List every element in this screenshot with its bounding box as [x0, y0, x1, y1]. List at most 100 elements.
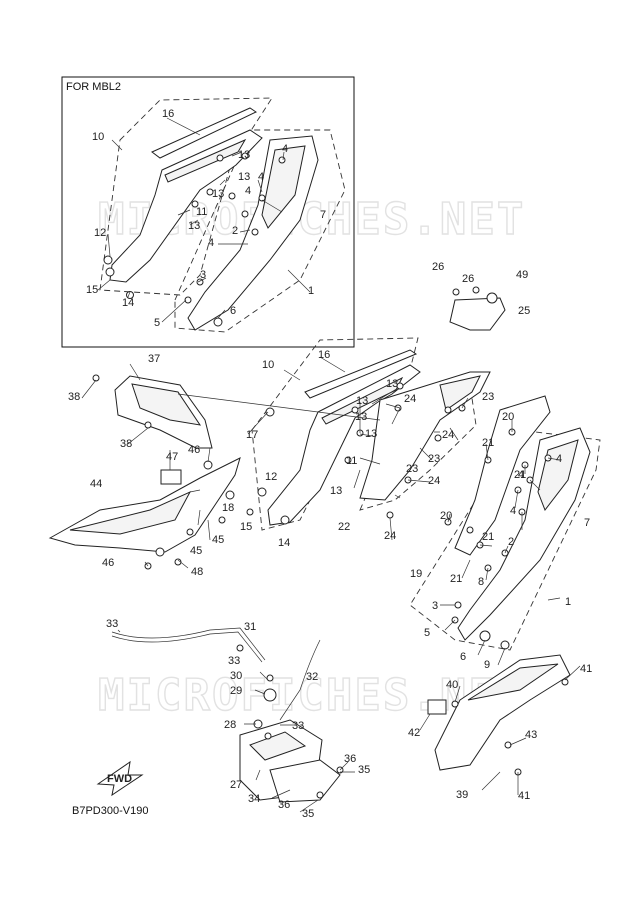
callout-39: 39	[456, 789, 468, 801]
callout-5: 5	[424, 627, 430, 639]
callout-18: 18	[222, 502, 234, 514]
part-10	[267, 364, 421, 526]
callout-47: 47	[166, 451, 178, 463]
callout-4: 4	[518, 469, 524, 481]
callout-3: 3	[432, 600, 438, 612]
callout-2: 2	[232, 225, 238, 237]
callout-31: 31	[244, 621, 256, 633]
group-1-outline	[409, 429, 601, 651]
callout-4: 4	[556, 453, 562, 465]
callout-13: 13	[238, 171, 250, 183]
part-31	[111, 627, 266, 661]
fwd-arrow-icon: FWD	[96, 760, 144, 797]
callout-7: 7	[584, 517, 590, 529]
part-32	[279, 639, 321, 721]
callout-46: 46	[188, 444, 200, 456]
callout-17: 17	[246, 429, 258, 441]
callout-41: 41	[580, 663, 592, 675]
callout-4: 4	[510, 505, 516, 517]
callout-1: 1	[565, 596, 571, 608]
callout-41: 41	[518, 790, 530, 802]
callout-24: 24	[442, 429, 454, 441]
callout-13: 13	[355, 411, 367, 423]
callout-13: 13	[386, 378, 398, 390]
callout-21: 21	[482, 531, 494, 543]
part-22	[359, 371, 491, 501]
callout-33: 33	[106, 618, 118, 630]
inset-mbl2: FOR MBL2	[61, 76, 355, 348]
part-16	[304, 349, 418, 399]
callout-5: 5	[154, 317, 160, 329]
callout-2: 2	[508, 536, 514, 548]
callout-10: 10	[92, 131, 104, 143]
callout-13: 13	[238, 149, 250, 161]
callout-19: 19	[410, 568, 422, 580]
callout-46: 46	[102, 557, 114, 569]
callout-20: 20	[440, 510, 452, 522]
callout-33: 33	[228, 655, 240, 667]
callout-7: 7	[320, 209, 326, 221]
part-47	[160, 469, 182, 485]
callout-10: 10	[262, 359, 274, 371]
callout-14: 14	[278, 537, 290, 549]
callout-13: 13	[365, 428, 377, 440]
callout-13: 13	[212, 188, 224, 200]
callout-23: 23	[428, 453, 440, 465]
callout-43: 43	[525, 729, 537, 741]
callout-9: 9	[484, 659, 490, 671]
callout-38: 38	[68, 391, 80, 403]
callout-37: 37	[148, 353, 160, 365]
callout-44: 44	[90, 478, 102, 490]
callout-20: 20	[502, 411, 514, 423]
callout-12: 12	[265, 471, 277, 483]
callout-30: 30	[230, 670, 242, 682]
callout-25: 25	[518, 305, 530, 317]
callout-4: 4	[245, 185, 251, 197]
callout-35: 35	[302, 808, 314, 820]
callout-15: 15	[240, 521, 252, 533]
callout-13: 13	[330, 485, 342, 497]
part-30	[266, 674, 274, 682]
inset-title: FOR MBL2	[66, 81, 121, 93]
callout-36: 36	[344, 753, 356, 765]
callout-6: 6	[230, 305, 236, 317]
callout-22: 22	[338, 521, 350, 533]
part-29	[263, 688, 277, 702]
callout-24: 24	[404, 393, 416, 405]
callout-35: 35	[358, 764, 370, 776]
part-25	[449, 297, 506, 331]
callout-32: 32	[306, 671, 318, 683]
callout-13: 13	[188, 220, 200, 232]
callout-6: 6	[460, 651, 466, 663]
callout-8: 8	[478, 576, 484, 588]
fasteners	[92, 374, 569, 799]
callout-21: 21	[450, 573, 462, 585]
callout-24: 24	[384, 530, 396, 542]
callout-21: 21	[482, 437, 494, 449]
callout-34: 34	[248, 793, 260, 805]
callout-27: 27	[230, 779, 242, 791]
callout-15: 15	[86, 284, 98, 296]
callout-45: 45	[212, 534, 224, 546]
callout-42: 42	[408, 727, 420, 739]
callout-40: 40	[446, 679, 458, 691]
callout-16: 16	[318, 349, 330, 361]
callout-23: 23	[406, 463, 418, 475]
callout-4: 4	[258, 171, 264, 183]
callout-1: 1	[308, 285, 314, 297]
callout-4: 4	[282, 143, 288, 155]
callout-14: 14	[122, 297, 134, 309]
part-42	[427, 699, 447, 715]
callout-23: 23	[482, 391, 494, 403]
fwd-label: FWD	[107, 773, 132, 785]
part-39	[434, 654, 571, 771]
watermark-bottom: MICROFICHES.NET	[98, 670, 525, 721]
callout-48: 48	[191, 566, 203, 578]
callout-38: 38	[120, 438, 132, 450]
callout-28: 28	[224, 719, 236, 731]
callout-11: 11	[196, 206, 207, 218]
callout-4: 4	[208, 237, 214, 249]
callout-21: 21	[514, 469, 526, 481]
callout-13: 13	[356, 395, 368, 407]
